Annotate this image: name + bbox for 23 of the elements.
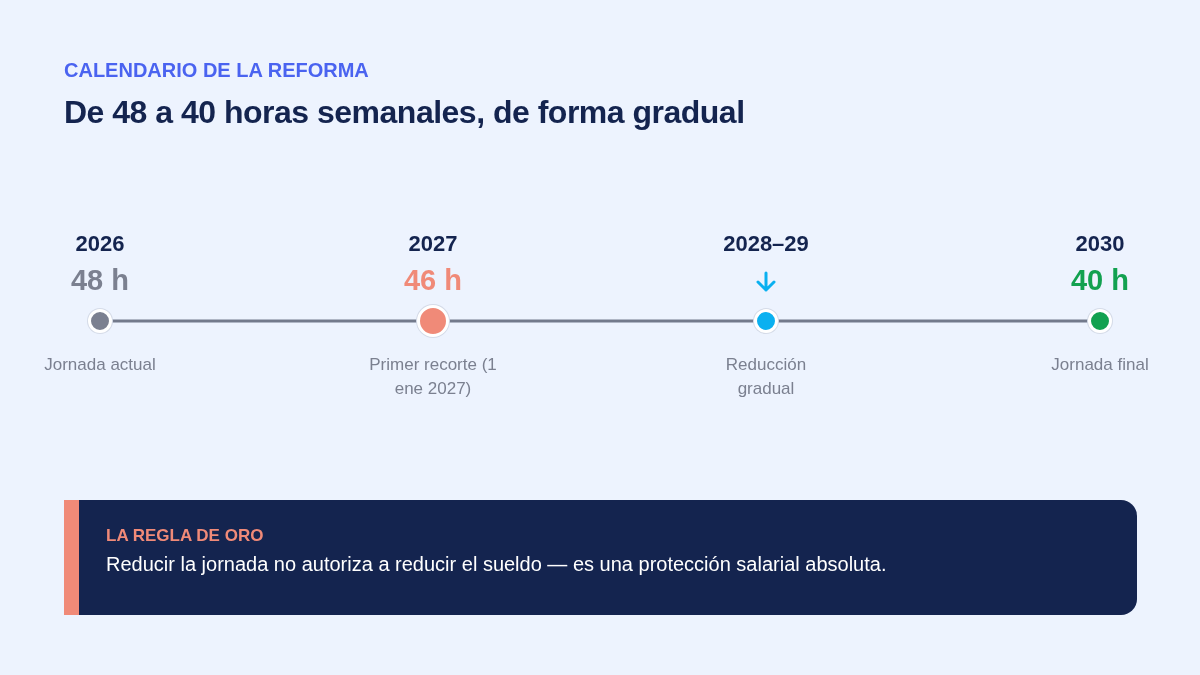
- timeline-dot: [754, 309, 778, 333]
- title: De 48 a 40 horas semanales, de forma gradual: [64, 94, 745, 131]
- year-label: 2027: [407, 231, 459, 257]
- section-kicker: CALENDARIO DE LA REFORMA: [64, 59, 369, 82]
- timeline-dot: [1088, 309, 1112, 333]
- milestone-description: Primer recorte (1 ene 2027): [368, 354, 498, 400]
- callout-heading: LA REGLA DE ORO: [106, 526, 264, 546]
- callout-text: Reducir la jornada no autoriza a reducir el sueldo — es una protección salarial absoluta.: [106, 553, 887, 576]
- hours-value: 46 h: [403, 264, 463, 297]
- timeline-line: [112, 319, 417, 323]
- timeline-dot: [88, 309, 112, 333]
- hours-value: 48 h: [70, 264, 130, 297]
- milestone-description: Jornada actual: [43, 354, 157, 376]
- year-label: 2026: [74, 231, 126, 257]
- timeline-line: [778, 319, 1088, 323]
- callout-panel: [64, 500, 1137, 615]
- hours-value: 40 h: [1070, 264, 1130, 297]
- milestone-description: Reducción gradual: [724, 354, 808, 400]
- timeline-dot: [417, 305, 449, 337]
- timeline-line: [449, 319, 754, 323]
- milestone-description: Jornada final: [1050, 354, 1150, 376]
- year-label: 2028–29: [722, 231, 810, 257]
- year-label: 2030: [1074, 231, 1126, 257]
